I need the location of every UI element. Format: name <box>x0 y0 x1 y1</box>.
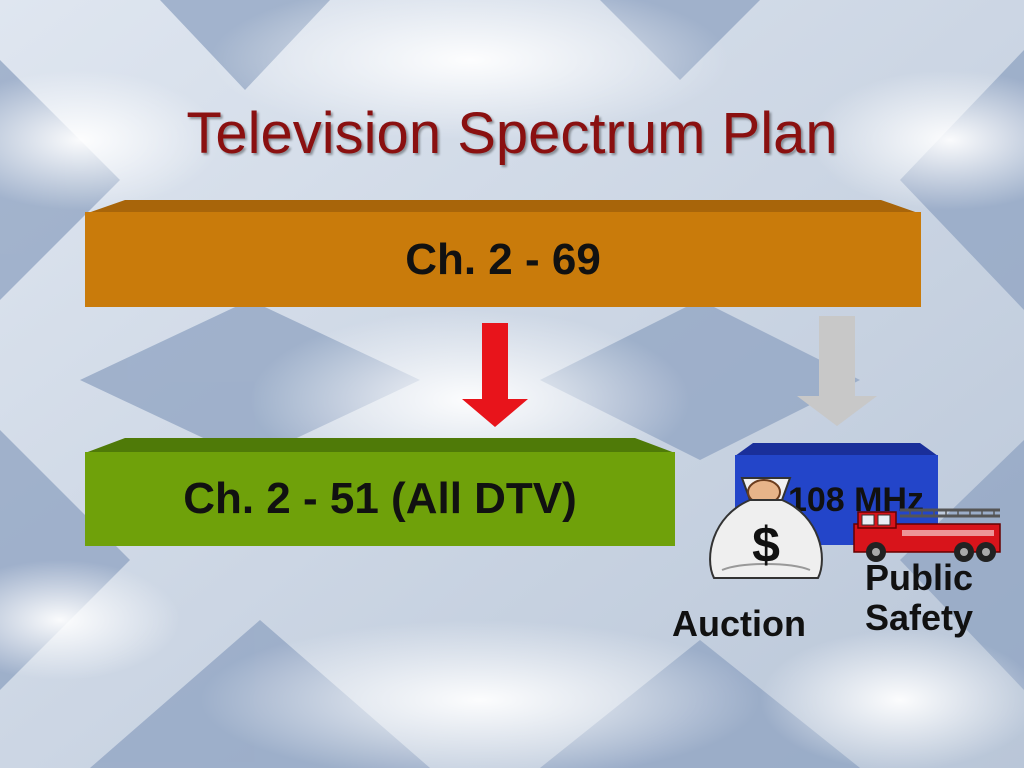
blue-box-label: 108 MHz <box>787 480 924 519</box>
page-title: Television Spectrum Plan <box>186 101 838 166</box>
top-box-bevel <box>85 200 921 214</box>
top-box-label: Ch. 2 - 69 <box>405 234 601 284</box>
public-safety-label-line2: Safety <box>865 597 974 638</box>
fire-truck-icon <box>853 508 1001 562</box>
top-box-ch-2-69: Ch. 2 - 69 <box>85 212 921 307</box>
dollar-symbol: $ <box>752 517 780 573</box>
money-bag-icon: $ <box>709 477 823 579</box>
middle-box-bevel <box>85 438 675 453</box>
auction-label: Auction <box>672 603 806 644</box>
middle-box-all-dtv: Ch. 2 - 51 (All DTV) <box>85 452 675 546</box>
blue-box-bevel <box>735 443 938 456</box>
down-arrow-gray-icon <box>797 316 877 426</box>
down-arrow-red-icon <box>462 323 528 427</box>
middle-box-label: Ch. 2 - 51 (All DTV) <box>183 474 577 523</box>
public-safety-label-line1: Public <box>865 557 974 598</box>
